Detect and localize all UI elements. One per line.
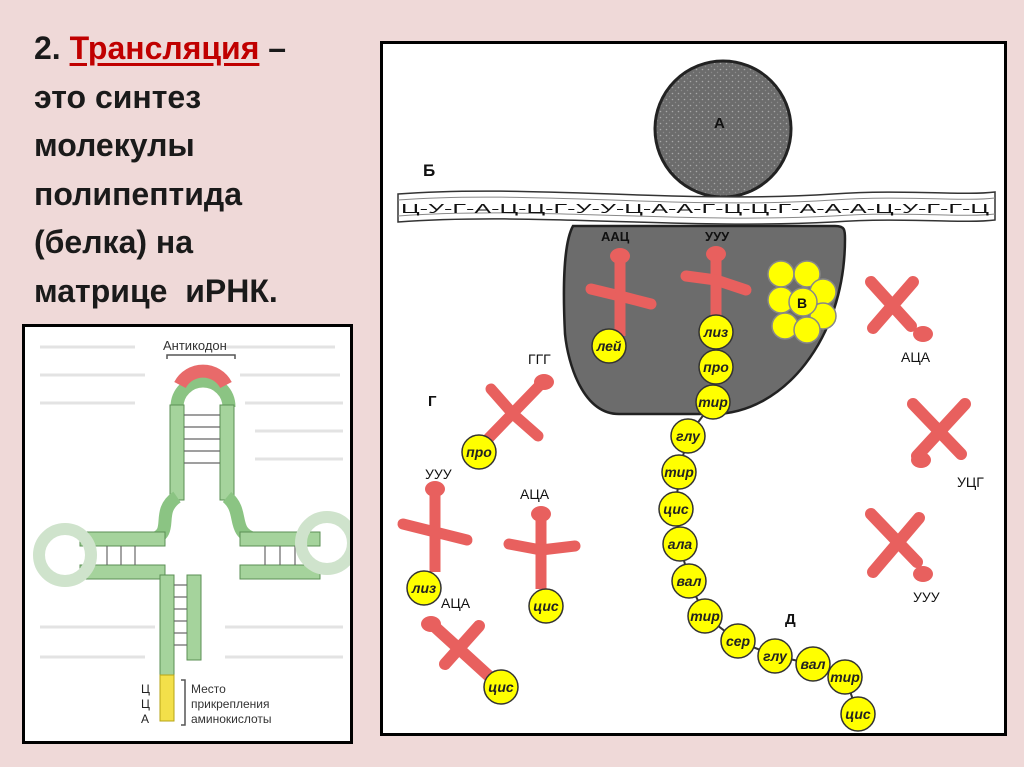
peptide-amino-acid: вал xyxy=(796,647,830,681)
label-b: Б xyxy=(423,161,435,180)
free-trna-4-anticodon: АЦА xyxy=(441,595,471,611)
peptide-amino-acid-label: тир xyxy=(830,669,860,685)
attachment-label-3: аминокислоты xyxy=(191,712,272,726)
anticodon-label: Антикодон xyxy=(163,338,227,353)
peptide-amino-acid-label: цис xyxy=(845,706,871,722)
heading-dash: – xyxy=(268,30,286,66)
trna-structure-figure: Антикодон xyxy=(22,324,353,744)
free-trna-3 xyxy=(509,506,575,589)
peptide-amino-acid-label: тир xyxy=(698,394,728,410)
heading-line-1: 2. Трансляция – xyxy=(34,24,354,73)
peptide-amino-acid: лиз xyxy=(699,315,733,349)
slide-heading: 2. Трансляция – это синтез молекулы поли… xyxy=(34,24,354,315)
free-trna-1-anticodon: ГГГ xyxy=(528,351,551,367)
peptide-amino-acid-label: глу xyxy=(763,648,788,664)
peptide-amino-acid-label: вал xyxy=(801,656,826,672)
acceptor-base-2: Ц xyxy=(141,697,150,711)
heading-line-3: молекулы xyxy=(34,121,354,170)
empty-trna-3-anticodon: УУУ xyxy=(913,589,940,605)
heading-line-6: матрице иРНК. xyxy=(34,267,354,316)
free-trna-4 xyxy=(421,616,491,678)
peptide-amino-acid-label: тир xyxy=(690,608,720,624)
peptide-amino-acid-label: цис xyxy=(663,501,689,517)
peptide-amino-acid: тир xyxy=(662,455,696,489)
label-d: Д xyxy=(785,611,796,628)
heading-line-4: полипептида xyxy=(34,170,354,219)
free-amino-acid-2: лиз xyxy=(407,571,441,605)
free-amino-acid-4: цис xyxy=(484,670,518,704)
empty-trna-1 xyxy=(871,282,933,342)
peptide-amino-acid: тир xyxy=(828,660,862,694)
free-amino-acid-1: про xyxy=(462,435,496,469)
attachment-bracket xyxy=(181,680,185,725)
empty-trna-2 xyxy=(911,404,965,468)
free-trna-2-anticodon: УУУ xyxy=(425,466,452,482)
free-trna-2 xyxy=(403,481,467,572)
peptide-amino-acid-label: лиз xyxy=(703,324,728,340)
peptide-amino-acid: ала xyxy=(663,527,697,561)
anticodon-bracket xyxy=(167,355,235,359)
anticodon-stem xyxy=(170,405,234,500)
empty-trna-1-anticodon: АЦА xyxy=(901,349,931,365)
trna-svg: Антикодон xyxy=(25,327,353,744)
d-arm xyxy=(39,529,165,581)
svg-text:цис: цис xyxy=(488,679,514,695)
peptide-amino-acid-label: про xyxy=(703,359,729,375)
free-amino-acid-3: цис xyxy=(529,589,563,623)
empty-trna-3 xyxy=(871,514,933,582)
svg-text:цис: цис xyxy=(533,598,559,614)
bound-trna-2-anticodon: УУУ xyxy=(705,229,730,244)
free-trna-3-anticodon: АЦА xyxy=(520,486,550,502)
bound-trna-1-anticodon: ААЦ xyxy=(601,229,630,244)
peptide-amino-acid: глу xyxy=(758,639,792,673)
peptide-amino-acid: сер xyxy=(721,624,755,658)
peptide-amino-acid-label: глу xyxy=(676,428,701,444)
attachment-label-1: Место xyxy=(191,682,226,696)
peptide-amino-acid: глу xyxy=(671,419,705,453)
label-g: Г xyxy=(428,393,437,410)
empty-trna-2-anticodon: УЦГ xyxy=(957,474,984,490)
bound-amino-acid-1: лей xyxy=(592,329,626,363)
heading-number: 2. xyxy=(34,30,61,66)
mrna-sequence: Ц-У-Г-А-Ц-Ц-Г-У-У-Ц-А-А-Г-Ц-Ц-Г-А-А-А-Ц-… xyxy=(401,202,990,216)
svg-text:лей: лей xyxy=(596,338,622,354)
translation-diagram: А Б Ц-У-Г-А-Ц-Ц-Г-У-У-Ц-А-А-Г-Ц-Ц-Г-А-А-… xyxy=(380,41,1007,736)
t-arm xyxy=(240,517,353,579)
peptide-amino-acid: цис xyxy=(659,492,693,526)
free-trna-1 xyxy=(483,374,554,444)
peptide-amino-acid-label: ала xyxy=(668,536,693,552)
label-v: В xyxy=(797,295,807,311)
svg-text:про: про xyxy=(466,444,492,460)
attachment-label-2: прикрепления xyxy=(191,697,269,711)
svg-text:лиз: лиз xyxy=(411,580,436,596)
peptide-amino-acid: цис xyxy=(841,697,875,731)
peptide-amino-acid-label: тир xyxy=(664,464,694,480)
cca-end xyxy=(160,675,174,721)
heading-line-5: (белка) на xyxy=(34,218,354,267)
peptide-amino-acid: про xyxy=(699,350,733,384)
translation-svg: А Б Ц-У-Г-А-Ц-Ц-Г-У-У-Ц-А-А-Г-Ц-Ц-Г-А-А-… xyxy=(383,44,1007,736)
heading-line-2: это синтез xyxy=(34,73,354,122)
label-a: А xyxy=(714,115,725,132)
acceptor-base-1: Ц xyxy=(141,682,150,696)
peptide-amino-acid: тир xyxy=(696,385,730,419)
acceptor-base-3: А xyxy=(141,712,149,726)
peptide-amino-acid: тир xyxy=(688,599,722,633)
peptide-amino-acid: вал xyxy=(672,564,706,598)
peptide-amino-acid-label: сер xyxy=(726,633,751,649)
heading-term: Трансляция xyxy=(70,30,260,66)
peptide-amino-acid-label: вал xyxy=(677,573,702,589)
